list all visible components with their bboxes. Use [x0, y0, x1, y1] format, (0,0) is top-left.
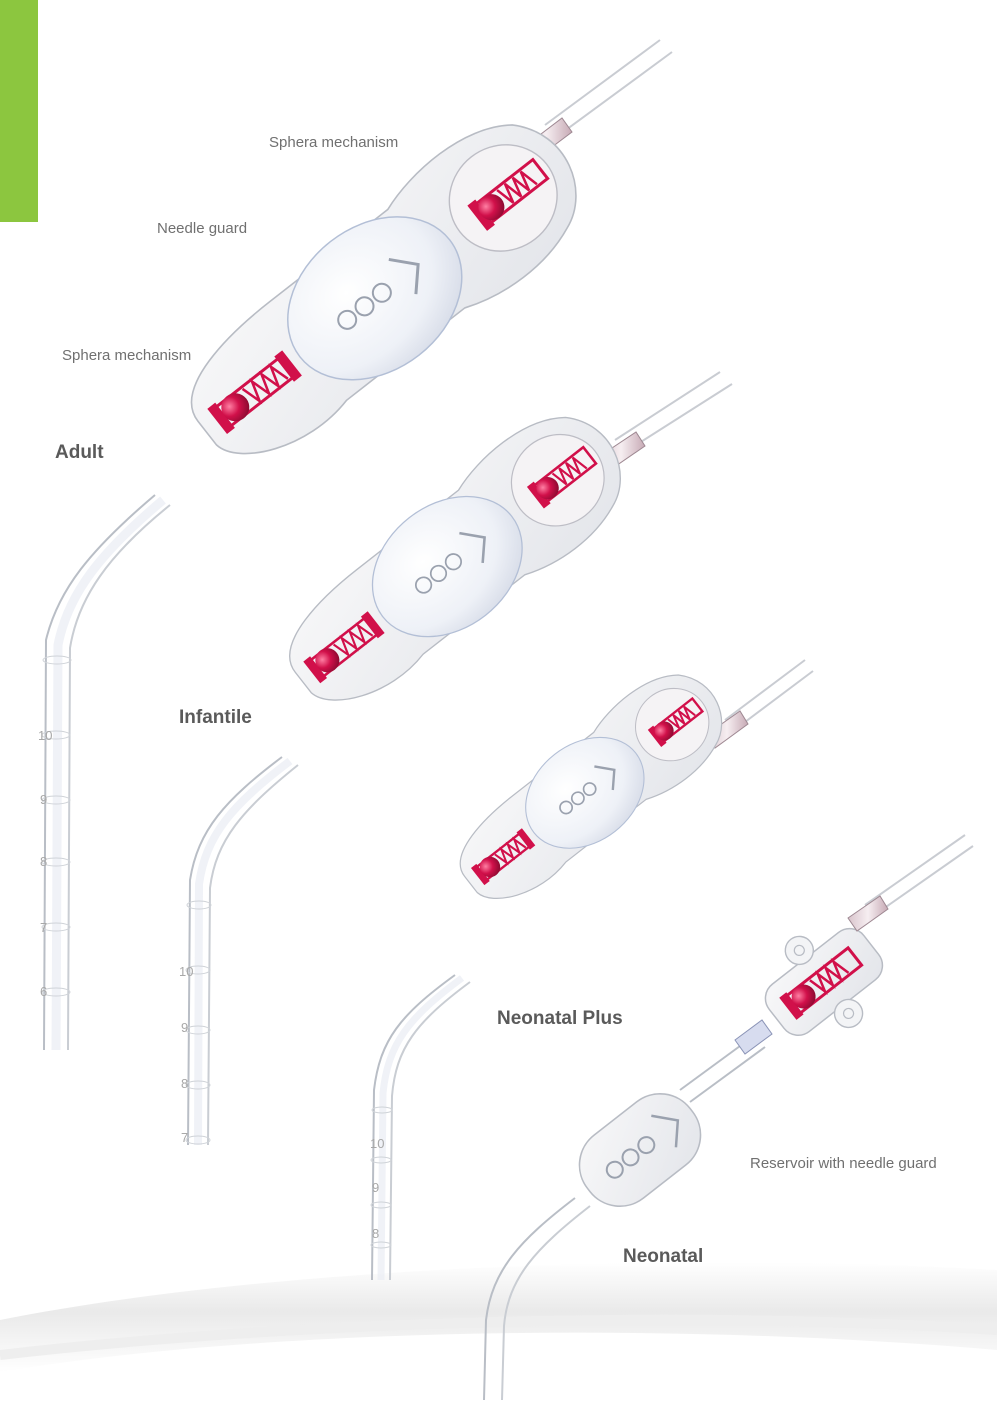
adult-scale-8: 8: [40, 854, 47, 869]
model-neonatal-plus: Neonatal Plus: [497, 1008, 623, 1029]
neonatal-device: [483, 834, 974, 1401]
accent-bar: [0, 0, 38, 222]
model-infantile: Infantile: [179, 707, 252, 728]
infantile-scale-7: 7: [181, 1130, 188, 1145]
adult-scale-7: 7: [40, 920, 47, 935]
model-neonatal: Neonatal: [623, 1246, 704, 1267]
callout-reservoir-needle-guard: Reservoir with needle guard: [750, 1155, 937, 1172]
infantile-scale-10: 10: [179, 964, 193, 979]
callout-sphera-mechanism-bottom: Sphera mechanism: [62, 347, 192, 364]
neonatal-plus-device: 10 9 8: [370, 659, 814, 1281]
model-adult: Adult: [55, 442, 104, 463]
adult-scale-10: 10: [38, 728, 52, 743]
floor-shadow: [0, 1262, 997, 1372]
neonatal-plus-scale-9: 9: [372, 1180, 379, 1195]
neonatal-plus-scale-10: 10: [370, 1136, 384, 1151]
adult-device: 10 9 8 7 6: [38, 39, 673, 1051]
neonatal-plus-scale-8: 8: [372, 1226, 379, 1241]
infantile-device: 10 9 8 7: [179, 371, 733, 1146]
adult-scale-9: 9: [40, 792, 47, 807]
infantile-scale-9: 9: [181, 1020, 188, 1035]
callout-needle-guard: Needle guard: [157, 220, 248, 237]
infantile-scale-8: 8: [181, 1076, 188, 1091]
adult-scale-6: 6: [40, 984, 47, 999]
callout-sphera-mechanism-top: Sphera mechanism: [269, 134, 399, 151]
